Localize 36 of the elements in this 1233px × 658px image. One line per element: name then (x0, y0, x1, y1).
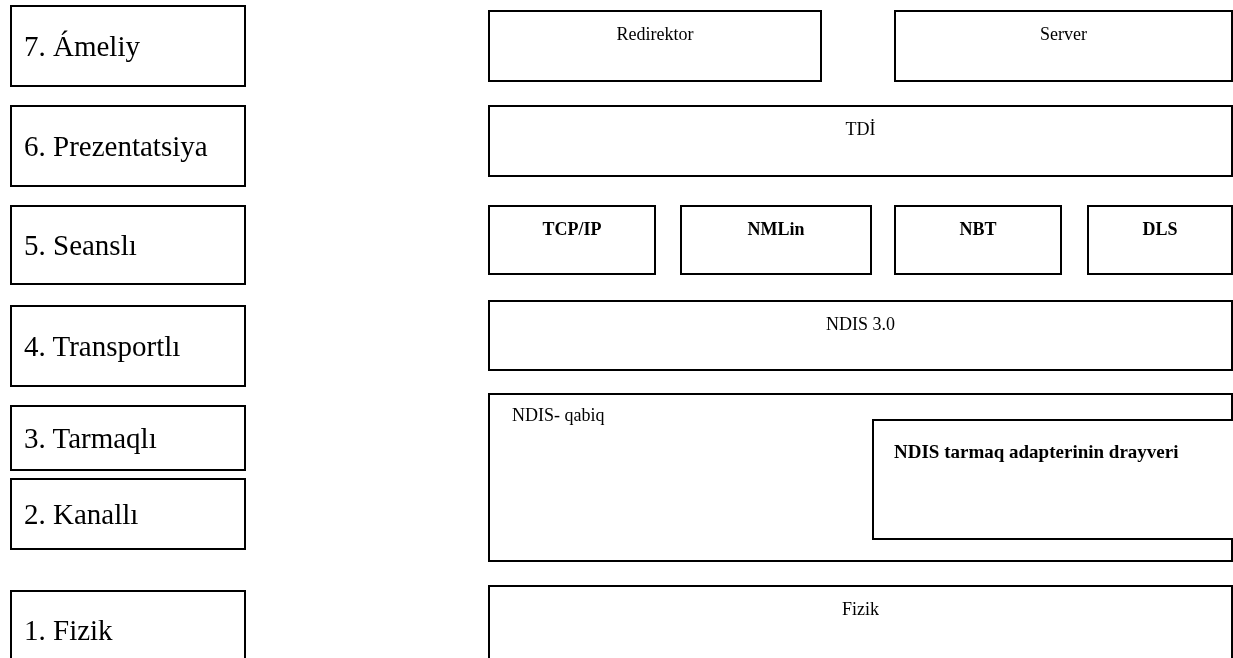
box-label: Server (1039, 24, 1088, 45)
protocol-box (488, 205, 656, 275)
layer-box (10, 205, 246, 285)
module-box (488, 10, 822, 82)
box-label: 3. Tarmaqlı (24, 421, 157, 455)
module-box (488, 393, 1233, 562)
protocol-box (1087, 205, 1233, 275)
layer-box (10, 305, 246, 387)
box-label: TDİ (844, 119, 877, 140)
box-label: 2. Kanallı (24, 497, 139, 531)
layer-box (10, 590, 246, 658)
box-label: Redirektor (615, 24, 695, 45)
box-label: NMLin (746, 219, 806, 240)
box-label: 1. Fizik (24, 613, 113, 647)
module-box (488, 300, 1233, 371)
protocol-box (680, 205, 872, 275)
box-label: NDIS- qabiq (512, 405, 605, 426)
box-label: 7. Ámeliy (24, 29, 140, 63)
box-label: NBT (958, 219, 998, 240)
module-box (488, 105, 1233, 177)
box-label: 6. Prezentatsiya (24, 129, 208, 163)
box-label: DLS (1141, 219, 1179, 240)
module-box (488, 585, 1233, 658)
driver-box (872, 419, 1233, 540)
layer-box (10, 478, 246, 550)
box-label: TCP/IP (541, 219, 603, 240)
layer-box (10, 405, 246, 471)
box-label: NDIS 3.0 (825, 314, 896, 335)
layer-box (10, 105, 246, 187)
module-box (894, 10, 1233, 82)
box-label: 5. Seanslı (24, 228, 137, 262)
box-label: NDIS tarmaq adapterinin drayveri (894, 440, 1180, 464)
box-label: 4. Transportlı (24, 329, 181, 363)
layer-box (10, 5, 246, 87)
protocol-box (894, 205, 1062, 275)
box-label: Fizik (841, 599, 880, 620)
